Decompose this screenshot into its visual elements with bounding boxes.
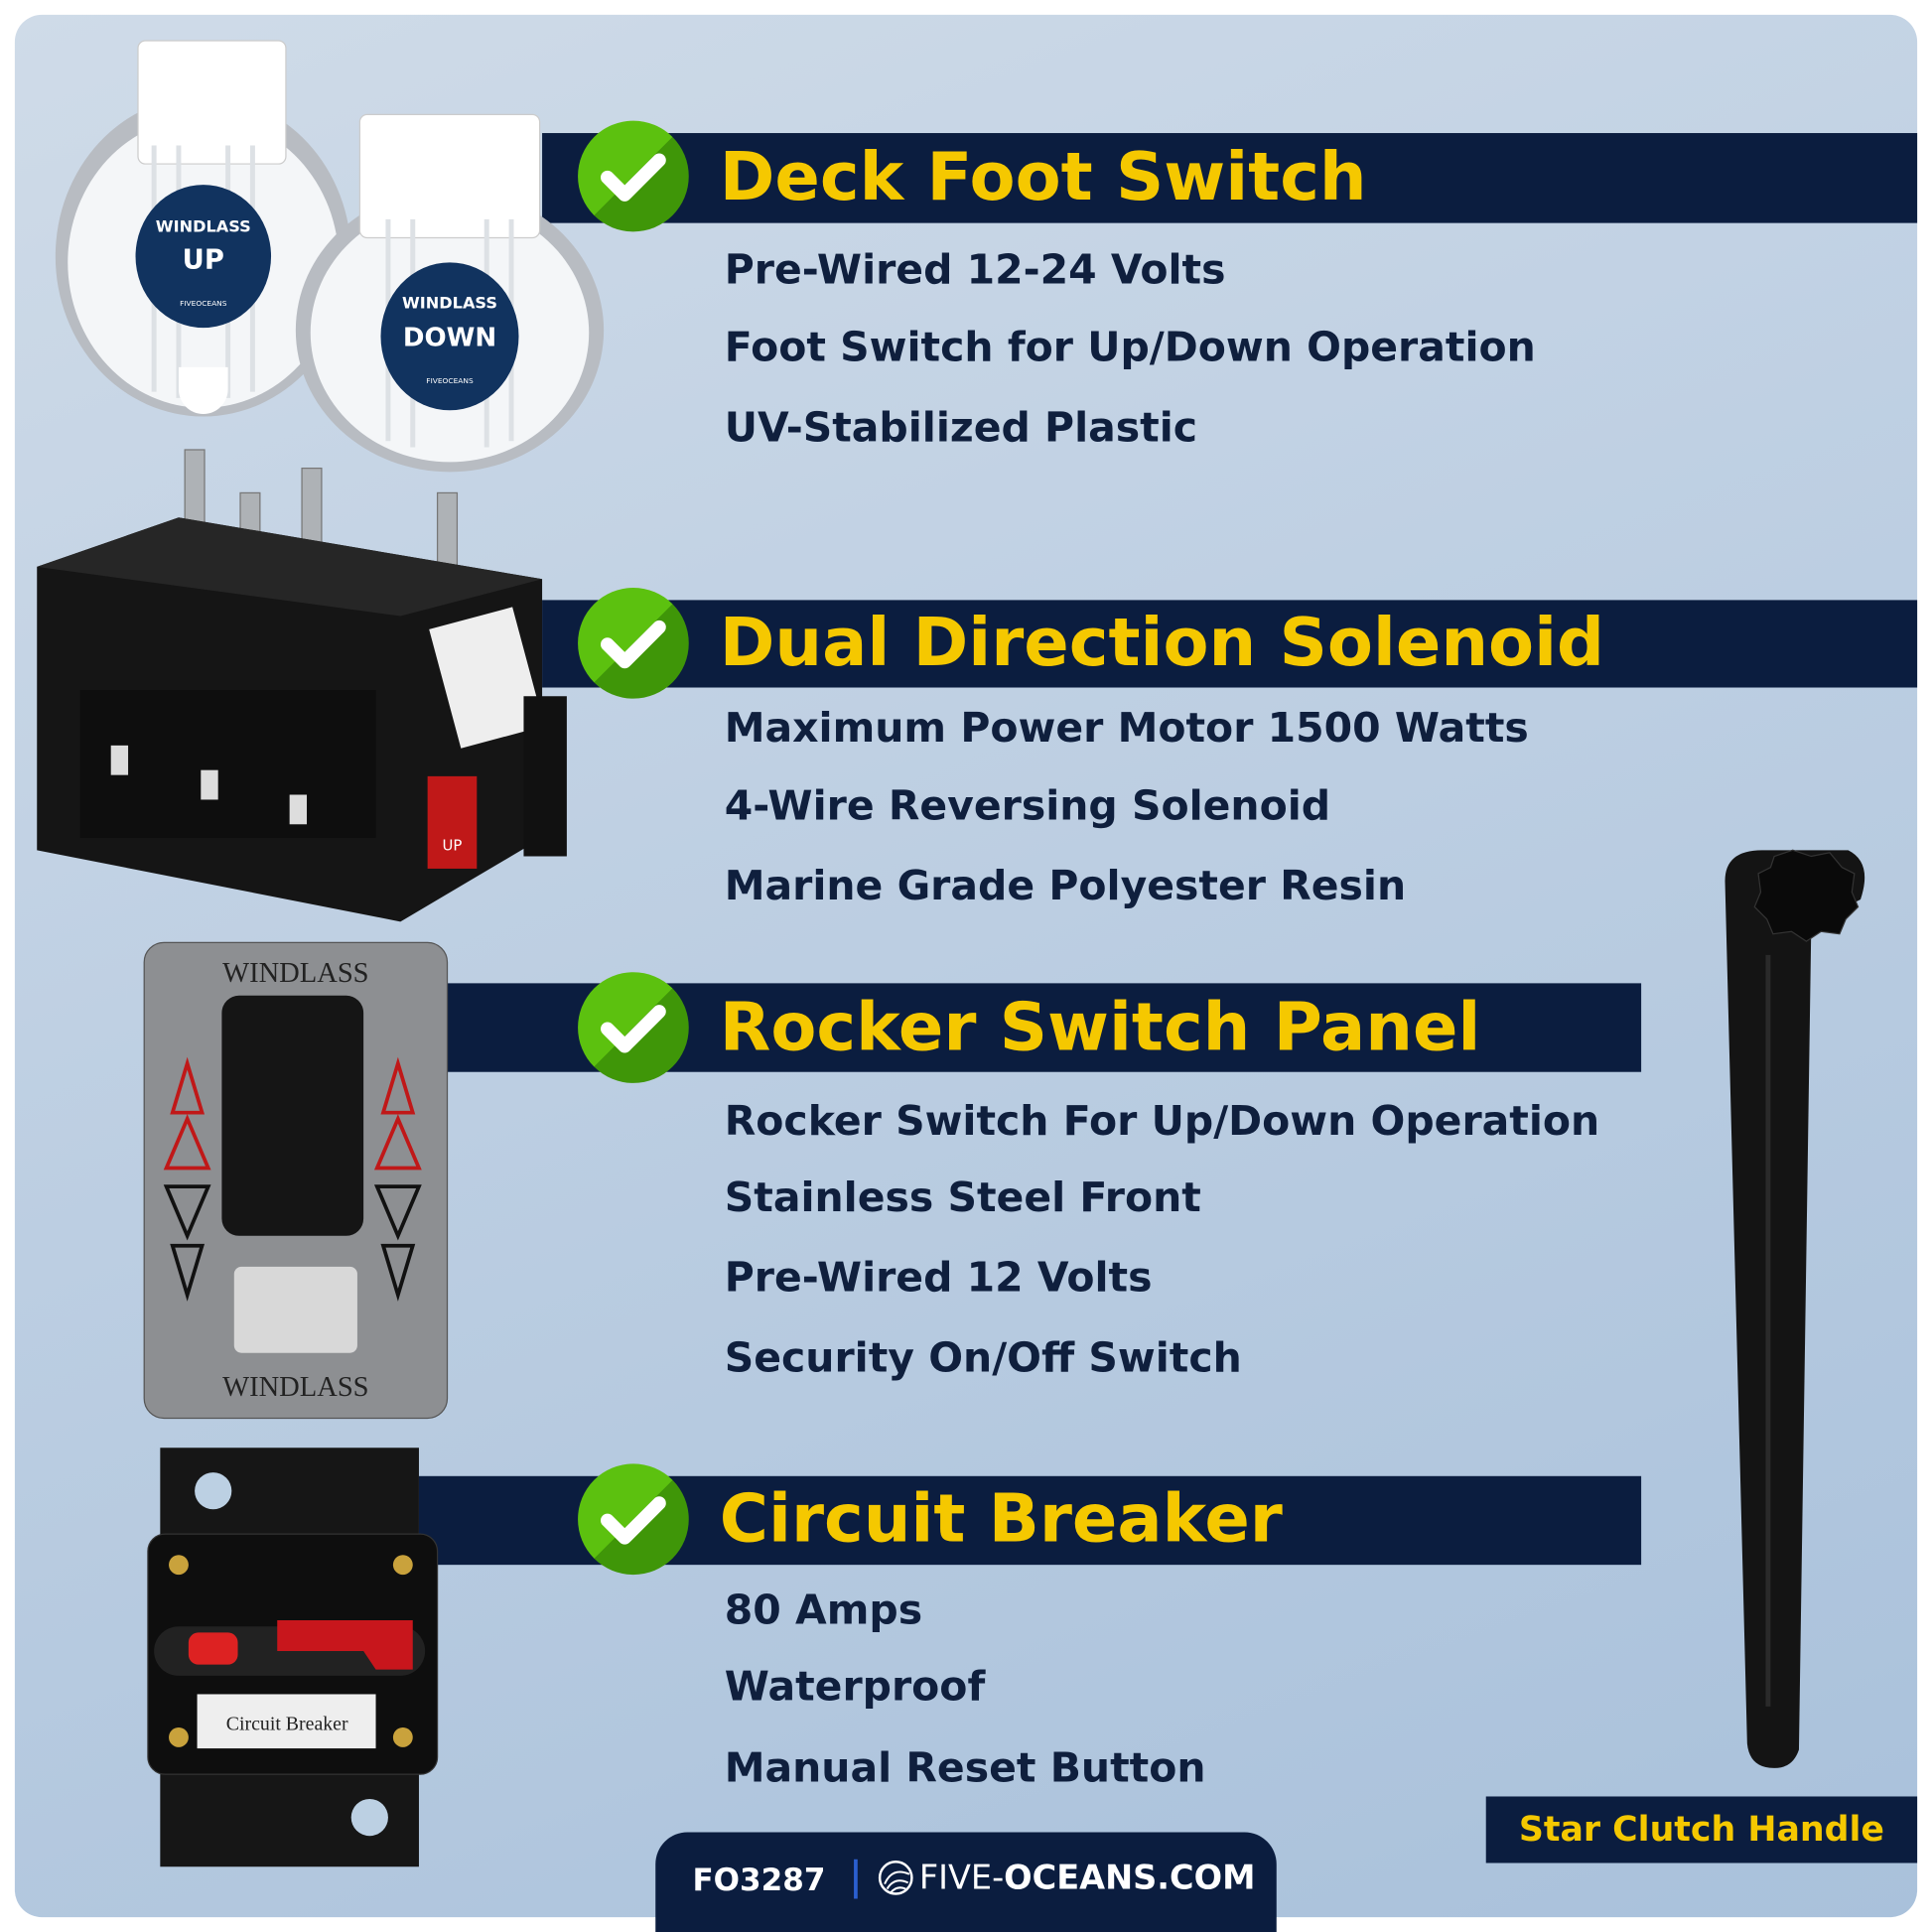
section-band-deck-foot-switch bbox=[542, 133, 1918, 223]
foot-down-brand: WINDLASS bbox=[402, 293, 497, 312]
feature-text: Stainless Steel Front bbox=[724, 1173, 1201, 1221]
rocker-panel-image: WINDLASS WINDLASS bbox=[143, 941, 449, 1420]
feature-text: Rocker Switch For Up/Down Operation bbox=[724, 1096, 1600, 1145]
circuit-breaker-image: Circuit Breaker bbox=[147, 1448, 439, 1867]
foot-down-maker: FIVEOCEANS bbox=[426, 376, 474, 385]
feature-text: Pre-Wired 12 Volts bbox=[724, 1253, 1153, 1302]
solenoid-image: UP bbox=[37, 449, 567, 922]
check-icon bbox=[578, 972, 689, 1083]
footer-bar: FO3287 FIVE-OCEANS.COM bbox=[655, 1832, 1277, 1932]
check-icon bbox=[578, 587, 689, 699]
breaker-label: Circuit Breaker bbox=[226, 1713, 348, 1734]
deck-foot-switch-image: WINDLASS UP FIVEOCEANS WINDLASS DOWN FIV… bbox=[55, 40, 605, 473]
feature-text: 4-Wire Reversing Solenoid bbox=[724, 780, 1331, 830]
feature-text: Maximum Power Motor 1500 Watts bbox=[724, 703, 1529, 753]
feature-text: Waterproof bbox=[724, 1662, 986, 1711]
check-icon bbox=[578, 1463, 689, 1576]
site-bold: OCEANS.COM bbox=[1004, 1859, 1256, 1898]
feature-text: UV-Stabilized Plastic bbox=[724, 402, 1198, 452]
panel-top-label: WINDLASS bbox=[222, 958, 368, 989]
five-oceans-logo-icon bbox=[878, 1861, 913, 1895]
solenoid-up-label: UP bbox=[443, 836, 463, 854]
feature-text: Foot Switch for Up/Down Operation bbox=[724, 323, 1536, 371]
foot-down-dir: DOWN bbox=[403, 324, 496, 353]
foot-up-maker: FIVEOCEANS bbox=[180, 299, 227, 308]
section-band-solenoid bbox=[542, 600, 1918, 688]
foot-up-dir: UP bbox=[183, 245, 224, 276]
star-clutch-handle-label: Star Clutch Handle bbox=[1485, 1796, 1918, 1863]
feature-text: Manual Reset Button bbox=[724, 1743, 1206, 1792]
panel-bottom-label: WINDLASS bbox=[222, 1372, 368, 1403]
website-link[interactable]: FIVE-OCEANS.COM bbox=[919, 1860, 1256, 1897]
feature-text: Marine Grade Polyester Resin bbox=[724, 861, 1407, 909]
footer-divider bbox=[854, 1859, 858, 1899]
section-title-rocker: Rocker Switch Panel bbox=[719, 988, 1481, 1066]
site-light: FIVE- bbox=[918, 1859, 1005, 1898]
feature-text: Security On/Off Switch bbox=[724, 1332, 1242, 1382]
feature-text: 80 Amps bbox=[724, 1586, 923, 1634]
check-icon bbox=[578, 120, 689, 232]
product-sku: FO3287 bbox=[692, 1862, 826, 1898]
section-title-deck-foot-switch: Deck Foot Switch bbox=[719, 137, 1367, 216]
feature-text: Pre-Wired 12-24 Volts bbox=[724, 244, 1226, 294]
section-title-solenoid: Dual Direction Solenoid bbox=[719, 604, 1605, 682]
foot-up-brand: WINDLASS bbox=[156, 216, 251, 235]
section-title-breaker: Circuit Breaker bbox=[719, 1479, 1283, 1558]
star-clutch-handle-image bbox=[1725, 849, 1865, 1768]
